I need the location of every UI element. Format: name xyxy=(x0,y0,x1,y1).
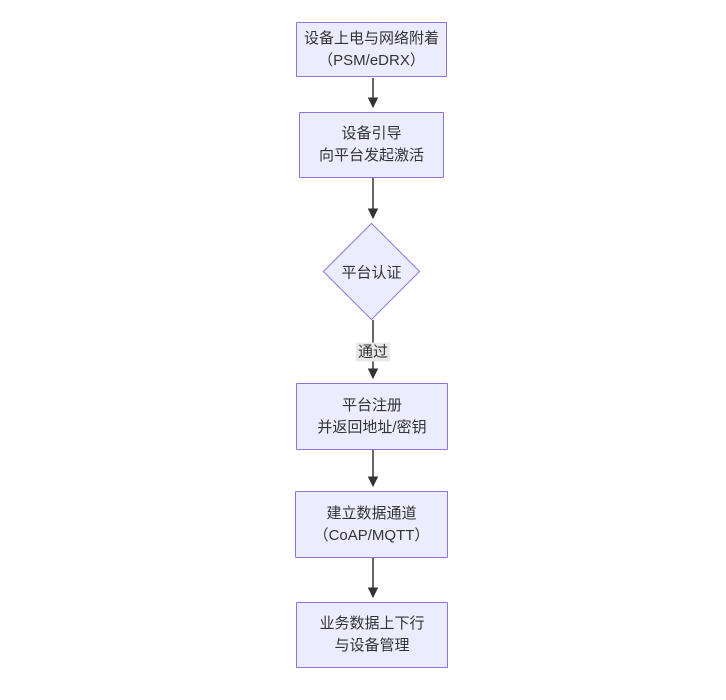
node-label-line: 与设备管理 xyxy=(334,637,410,654)
node-label-line: （CoAP/MQTT） xyxy=(313,526,430,544)
node-label-line: （PSM/eDRX） xyxy=(318,51,425,69)
node-platform-auth: 平台认证 xyxy=(322,222,421,321)
node-power-on-attach: 设备上电与网络附着 （PSM/eDRX） xyxy=(296,22,447,77)
node-platform-register: 平台注册 并返回地址/密钥 xyxy=(296,383,448,450)
node-label-line: 建立数据通道 xyxy=(326,504,417,522)
node-label-line: 向平台发起激活 xyxy=(318,147,424,164)
edge-label-pass: 通过 xyxy=(355,342,391,362)
node-label-line: 设备引导 xyxy=(341,125,402,142)
node-label-line: 平台注册 xyxy=(341,396,402,414)
node-label-line: 业务数据上下行 xyxy=(319,615,425,632)
node-data-channel: 建立数据通道 （CoAP/MQTT） xyxy=(295,491,448,558)
node-business-data: 业务数据上下行 与设备管理 xyxy=(296,602,448,668)
node-label-line: 设备上电与网络附着 xyxy=(303,29,439,47)
node-label-line: 平台认证 xyxy=(341,264,402,281)
node-bootstrap: 设备引导 向平台发起激活 xyxy=(299,112,444,178)
node-label-line: 并返回地址/密钥 xyxy=(317,418,427,436)
